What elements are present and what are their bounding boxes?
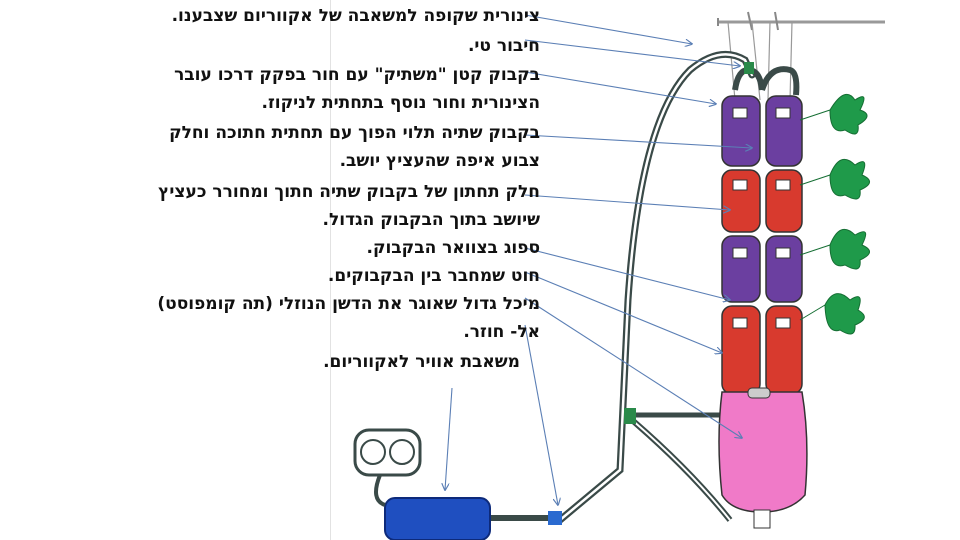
label-bottle-pot-2: שיושב בתוך הבקבוק הגדול. <box>322 210 540 230</box>
label-hanging-bottle-2: צבוע איפה שהעציץ יושב. <box>339 151 540 171</box>
bottle-column-left <box>721 95 761 395</box>
tube-connector <box>624 408 636 424</box>
label-bottle-pot-1: חלק תחתון של בקבוק שתיה חתוך ומחורר כעצי… <box>158 182 540 202</box>
label-sponge: ספוג בצוואר הבקבוק. <box>366 238 541 258</box>
label-transparent-tube: צינורית שקופה למשאבה של אקווריום שצבענו. <box>171 6 540 26</box>
label-check-valve: אל- חוזר. <box>463 322 540 342</box>
label-hanging-bottle-1: בקבוק שתיה תלוי הפוך עם תחתית חתוכה וחלק <box>169 123 540 143</box>
sketch-edge <box>330 0 331 540</box>
bottle-column-right <box>765 95 803 395</box>
label-string: חוט שמחבר בין הבקבוקים. <box>327 266 540 286</box>
plants <box>799 93 870 335</box>
label-container-1: מיכל גדול שאוגר את הדשן הנוזלי (תה קומפו… <box>157 294 540 314</box>
label-silencer-bottle-2: הצינורית וחור נוסף בתחתית לניקוז. <box>261 93 541 113</box>
pointer-arrows <box>445 14 752 505</box>
fertilizer-container <box>718 391 808 513</box>
label-air-pump: משאבת אוויר לאקווריום. <box>323 352 520 372</box>
label-silencer-bottle-1: בקבוק קטן "משתיק" עם חור בפקק דרכו עובר <box>174 65 540 85</box>
label-t-joint: חיבור טי. <box>467 36 540 56</box>
air-pump <box>384 497 491 540</box>
return-tube <box>630 417 733 522</box>
